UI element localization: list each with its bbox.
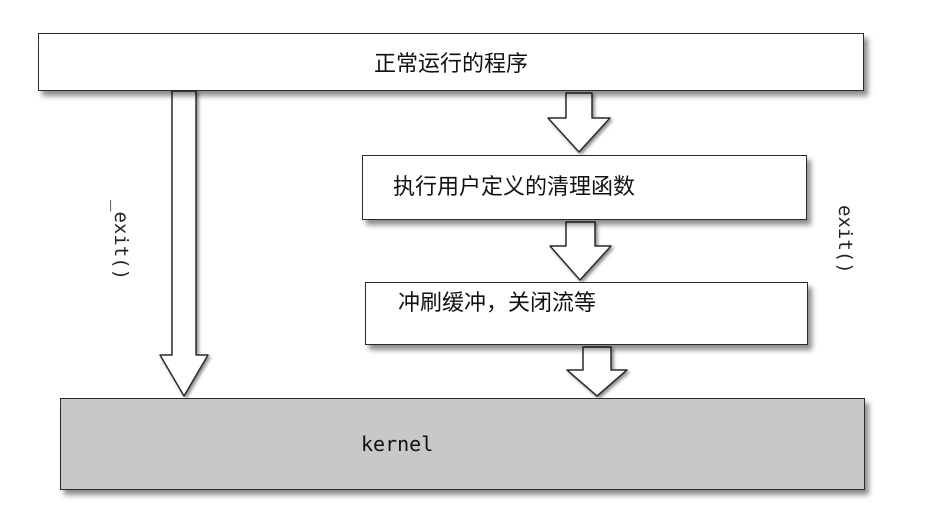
arrow-to-cleanup	[547, 92, 611, 153]
normal-program-label: 正常运行的程序	[373, 52, 528, 77]
arrow-to-flush	[549, 221, 612, 281]
kernel-label: kernel	[361, 432, 434, 456]
normal-program-box: 正常运行的程序	[38, 33, 864, 91]
exit-label: exit()	[834, 205, 856, 274]
user-cleanup-box: 执行用户定义的清理函数	[362, 155, 807, 220]
arrow-to-kernel	[566, 346, 628, 397]
flush-close-label: 冲刷缓冲，关闭流等	[398, 291, 597, 317]
underscore-exit-label: _exit()	[110, 200, 132, 281]
user-cleanup-label: 执行用户定义的清理函数	[393, 174, 636, 200]
kernel-box: kernel	[60, 398, 865, 490]
flush-close-box: 冲刷缓冲，关闭流等	[365, 282, 808, 345]
underscore-exit-arrow	[159, 90, 209, 397]
